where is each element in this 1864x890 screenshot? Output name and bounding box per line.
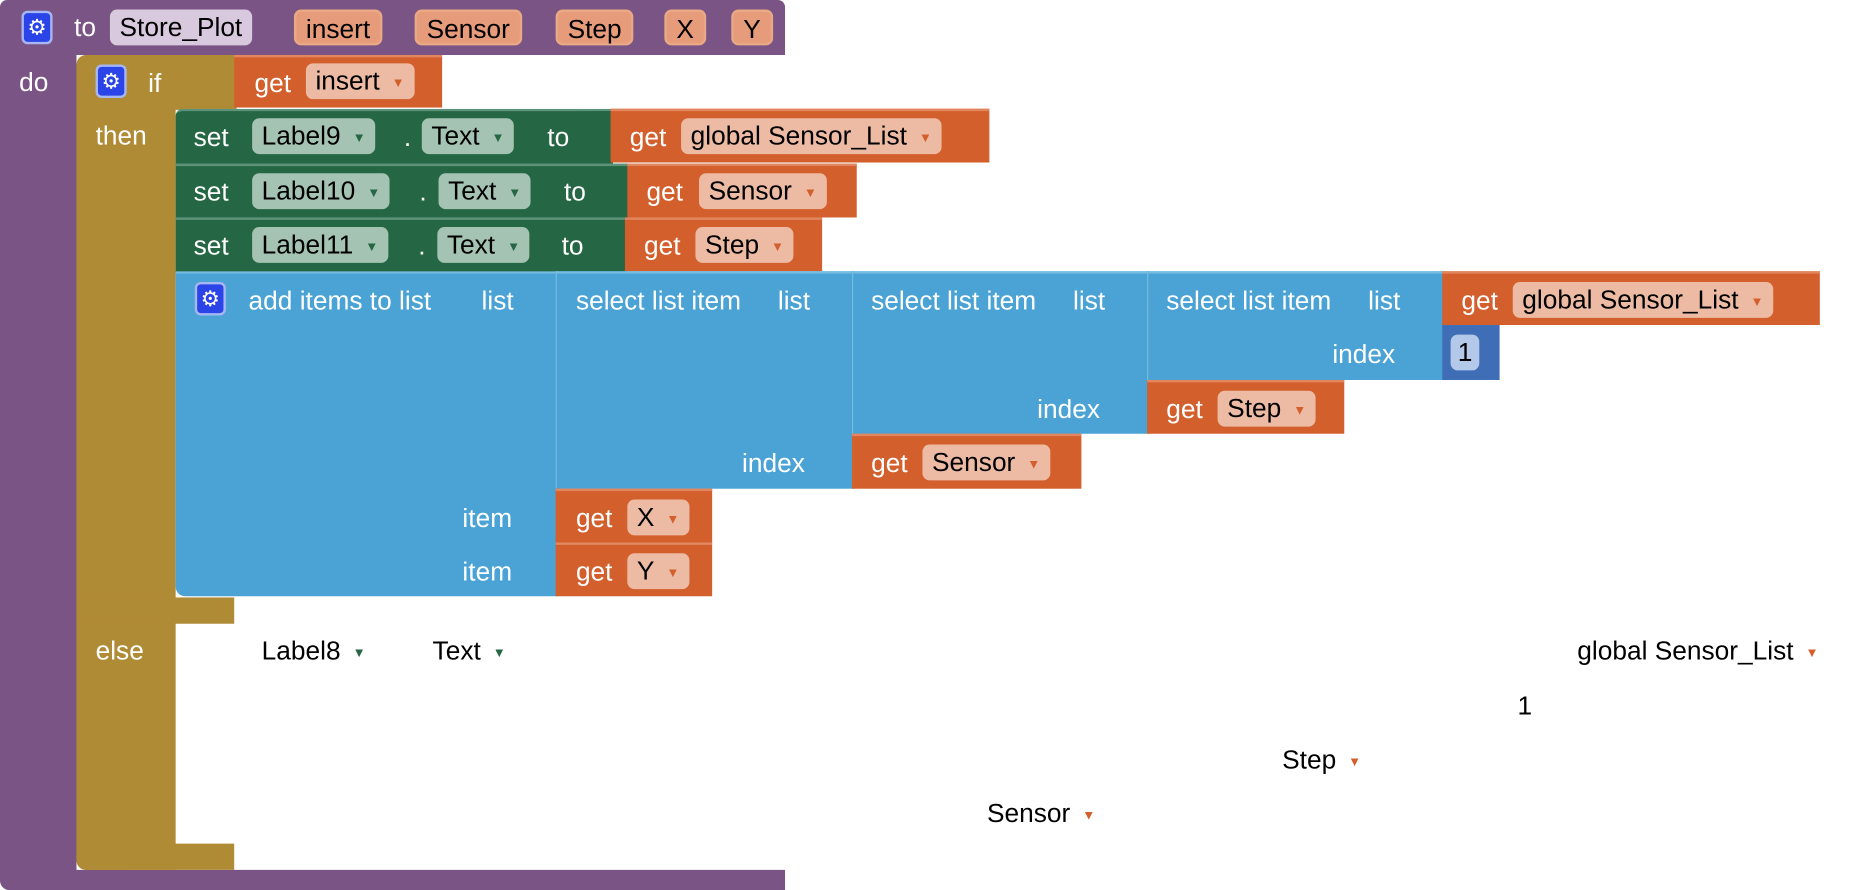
component-dropdown-label11[interactable]: Label11▼ (252, 227, 388, 263)
component-dropdown-label10[interactable]: Label10▼ (252, 173, 390, 210)
dropdown-arrow-icon: ▼ (1027, 457, 1041, 472)
get-label: get (629, 121, 667, 152)
if-bottom (76, 843, 235, 870)
param-insert[interactable]: insert (293, 9, 383, 46)
var-dropdown-global-sensor-list[interactable]: global Sensor_List▼ (681, 118, 942, 155)
dropdown-arrow-icon: ▼ (918, 131, 932, 146)
ghost-var-dropdown-step[interactable]: Step▼ (1282, 744, 1361, 777)
param-step[interactable]: Step (555, 9, 634, 46)
dropdown-arrow-icon: ▼ (391, 76, 405, 91)
dropdown-arrow-icon: ▼ (666, 512, 680, 527)
number-field[interactable]: 1 (1450, 334, 1480, 371)
ghost-number-field[interactable]: 1 (1517, 690, 1533, 721)
set-label: set (193, 176, 229, 207)
gear-icon[interactable]: ⚙ (21, 10, 53, 45)
set-label11-block[interactable] (175, 217, 628, 273)
item-socket-label: item (462, 503, 513, 533)
var-dropdown-sensor[interactable]: Sensor▼ (922, 444, 1050, 481)
set-label: set (193, 121, 229, 152)
gear-icon[interactable]: ⚙ (95, 64, 127, 98)
dropdown-arrow-icon: ▼ (1293, 403, 1307, 419)
component-dropdown-label9[interactable]: Label9▼ (252, 118, 376, 155)
procedure-bottom (0, 869, 786, 890)
procedure-do-label: do (19, 66, 49, 97)
dropdown-arrow-icon: ▼ (492, 646, 506, 661)
dropdown-arrow-icon: ▼ (1750, 295, 1764, 310)
procedure-spine (0, 52, 77, 890)
to-label: to (547, 121, 570, 152)
to-label: to (563, 176, 586, 207)
select-list-item-block-middle[interactable] (851, 271, 1150, 434)
var-dropdown-y[interactable]: Y▼ (627, 553, 689, 590)
dropdown-arrow-icon: ▼ (367, 186, 381, 201)
dropdown-arrow-icon: ▼ (352, 646, 366, 661)
dot-label: . (403, 121, 412, 152)
dropdown-arrow-icon: ▼ (352, 131, 366, 146)
param-sensor[interactable]: Sensor (414, 9, 522, 46)
param-y[interactable]: Y (731, 9, 773, 46)
select-list-item-title: select list item (871, 285, 1037, 316)
add-items-to-list-block[interactable] (175, 271, 559, 597)
property-dropdown-text[interactable]: Text▼ (437, 227, 530, 263)
var-dropdown-step[interactable]: Step▼ (1217, 390, 1316, 427)
get-label: get (254, 68, 292, 98)
ghost-var-dropdown-global-sensor-list[interactable]: global Sensor_List▼ (1577, 636, 1818, 669)
set-label10-block[interactable] (175, 163, 630, 218)
procedure-name-field[interactable]: Store_Plot (109, 9, 252, 46)
to-label: to (561, 230, 584, 261)
if-else-divider (76, 597, 235, 624)
add-items-title: add items to list (248, 285, 432, 316)
ghost-var-dropdown-sensor[interactable]: Sensor▼ (987, 798, 1095, 831)
then-label: then (95, 120, 147, 151)
get-label: get (871, 448, 908, 478)
var-dropdown-sensor[interactable]: Sensor▼ (699, 173, 827, 210)
var-dropdown-step[interactable]: Step▼ (695, 227, 794, 263)
select-list-item-title: select list item (575, 285, 742, 316)
dropdown-arrow-icon: ▼ (507, 240, 521, 255)
dropdown-arrow-icon: ▼ (1348, 755, 1362, 770)
index-socket-label: index (1332, 339, 1396, 370)
index-socket-label: index (742, 448, 805, 478)
dropdown-arrow-icon: ▼ (1082, 808, 1096, 824)
select-list-item-title: select list item (1166, 285, 1332, 316)
property-dropdown-text[interactable]: Text▼ (438, 173, 531, 210)
if-spine (76, 107, 176, 870)
get-label: get (575, 556, 613, 587)
list-socket-label: list (481, 285, 514, 316)
dropdown-arrow-icon: ▼ (771, 240, 785, 255)
dropdown-arrow-icon: ▼ (365, 240, 379, 255)
dot-label: . (418, 230, 426, 261)
ghost-component-dropdown[interactable]: Label8▼ (262, 636, 366, 669)
select-list-item-block-inner[interactable] (1147, 271, 1445, 380)
else-label: else (95, 635, 144, 666)
gear-icon[interactable]: ⚙ (194, 281, 226, 316)
set-label9-block[interactable] (175, 108, 613, 164)
index-socket-label: index (1037, 394, 1101, 425)
var-dropdown-insert[interactable]: insert▼ (305, 63, 415, 100)
get-label: get (646, 176, 683, 207)
list-socket-label: list (1073, 285, 1106, 316)
get-label: get (575, 503, 613, 533)
dropdown-arrow-icon: ▼ (1805, 646, 1819, 661)
procedure-to-label: to (74, 11, 97, 42)
select-list-item-block-outer[interactable] (555, 271, 855, 489)
get-label: get (1166, 394, 1203, 425)
dropdown-arrow-icon: ▼ (803, 186, 817, 201)
dot-label: . (419, 176, 427, 207)
list-socket-label: list (1368, 285, 1401, 316)
param-x[interactable]: X (664, 9, 706, 46)
var-dropdown-x[interactable]: X▼ (627, 499, 689, 536)
var-dropdown-global-sensor-list[interactable]: global Sensor_List▼ (1512, 281, 1774, 318)
dropdown-arrow-icon: ▼ (491, 131, 505, 146)
list-socket-label: list (777, 285, 811, 316)
set-label: set (193, 230, 229, 261)
if-label: if (148, 68, 162, 98)
dropdown-arrow-icon: ▼ (508, 186, 522, 201)
get-label: get (1461, 285, 1498, 316)
property-dropdown-text[interactable]: Text▼ (421, 118, 515, 155)
dropdown-arrow-icon: ▼ (666, 566, 680, 581)
ghost-property-dropdown[interactable]: Text▼ (433, 636, 506, 669)
item-socket-label: item (462, 556, 513, 587)
get-label: get (644, 230, 681, 261)
